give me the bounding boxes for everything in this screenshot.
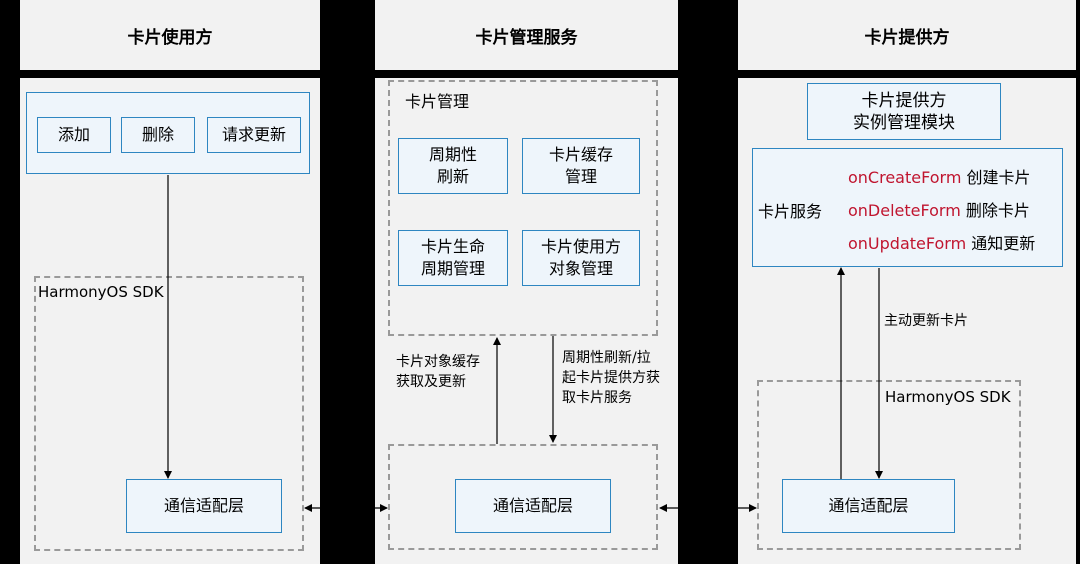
lifecycle-module: 卡片生命 周期管理 — [398, 230, 508, 286]
card-cache-module: 卡片缓存 管理 — [522, 138, 640, 194]
provider-sdk-label: HarmonyOS SDK — [885, 388, 1011, 406]
request-update-button[interactable]: 请求更新 — [207, 117, 301, 153]
add-button[interactable]: 添加 — [37, 117, 111, 153]
callback-update: onUpdateForm 通知更新 — [848, 234, 1036, 253]
manager-header: 卡片管理服务 — [375, 0, 678, 70]
consumer-object-module: 卡片使用方 对象管理 — [522, 230, 640, 286]
callback-delete: onDeleteForm 删除卡片 — [848, 201, 1030, 220]
manager-adapter-group — [388, 444, 658, 550]
consumer-title: 卡片使用方 — [127, 27, 213, 48]
consumer-sdk-label: HarmonyOS SDK — [38, 283, 164, 301]
provider-title: 卡片提供方 — [864, 27, 950, 48]
manager-title: 卡片管理服务 — [475, 27, 578, 48]
provider-arrow-label: 主动更新卡片 — [884, 313, 968, 329]
manager-group — [388, 80, 658, 336]
provider-sdk-group — [757, 380, 1021, 550]
provider-service-label: 卡片服务 — [758, 202, 823, 221]
manager-arrow-up-label: 卡片对象缓存 获取及更新 — [396, 354, 480, 390]
provider-adapter: 通信适配层 — [782, 479, 955, 533]
provider-service-box — [752, 148, 1063, 267]
consumer-sdk-group — [34, 276, 304, 551]
callback-create: onCreateForm 创建卡片 — [848, 168, 1031, 187]
manager-adapter: 通信适配层 — [455, 479, 611, 533]
manager-arrow-down-label: 周期性刷新/拉 起卡片提供方获 取卡片服务 — [562, 350, 660, 406]
callback-list: onCreateForm 创建卡片 onDeleteForm 删除卡片 onUp… — [848, 161, 1035, 260]
periodic-refresh-module: 周期性 刷新 — [398, 138, 508, 194]
consumer-header: 卡片使用方 — [20, 0, 320, 70]
consumer-adapter: 通信适配层 — [126, 479, 282, 533]
provider-instance-module: 卡片提供方 实例管理模块 — [807, 83, 1001, 140]
delete-button[interactable]: 删除 — [121, 117, 195, 153]
manager-group-label: 卡片管理 — [405, 92, 470, 111]
provider-header: 卡片提供方 — [738, 0, 1076, 70]
